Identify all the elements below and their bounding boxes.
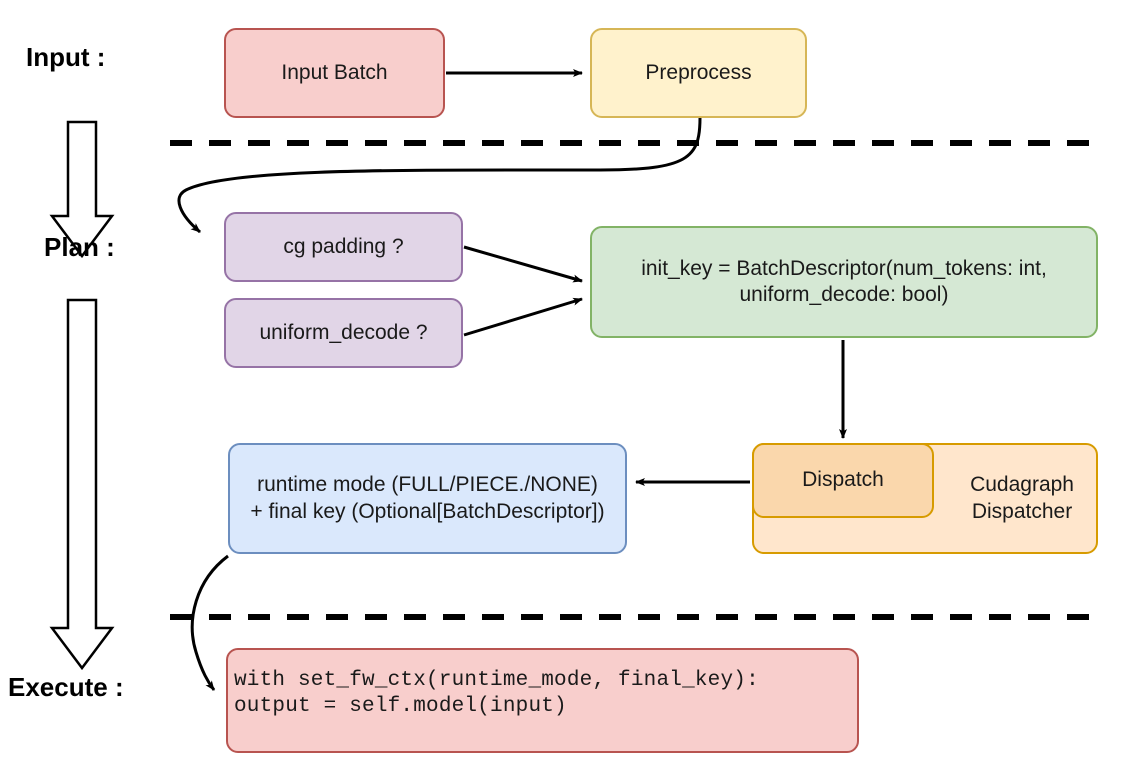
edge-cg-padding-to-init-key xyxy=(463,245,583,283)
node-preprocess[interactable]: Preprocess xyxy=(590,28,807,118)
node-uniform-decode[interactable]: uniform_decode ? xyxy=(224,298,463,368)
stage-label-input: Input : xyxy=(26,42,106,72)
node-cg-padding[interactable]: cg padding ? xyxy=(224,212,463,282)
edge-runtime-mode-to-exec-code xyxy=(190,554,229,691)
node-input-batch[interactable]: Input Batch xyxy=(224,28,445,118)
node-runtime-mode-and-final-key[interactable]: runtime mode (FULL/PIECE./NONE) + final … xyxy=(228,443,627,554)
node-execute-code-block[interactable]: with set_fw_ctx(runtime_mode, final_key)… xyxy=(226,648,859,753)
node-dispatch[interactable]: Dispatch xyxy=(752,443,934,518)
edge-uniform-decode-to-init-key xyxy=(463,297,583,337)
stage-label-plan: Plan : xyxy=(44,232,115,262)
node-init-key-batch-descriptor[interactable]: init_key = BatchDescriptor(num_tokens: i… xyxy=(590,226,1098,338)
stage-label-execute: Execute : xyxy=(8,672,124,702)
plan-to-execute-flow-arrow xyxy=(49,298,115,671)
